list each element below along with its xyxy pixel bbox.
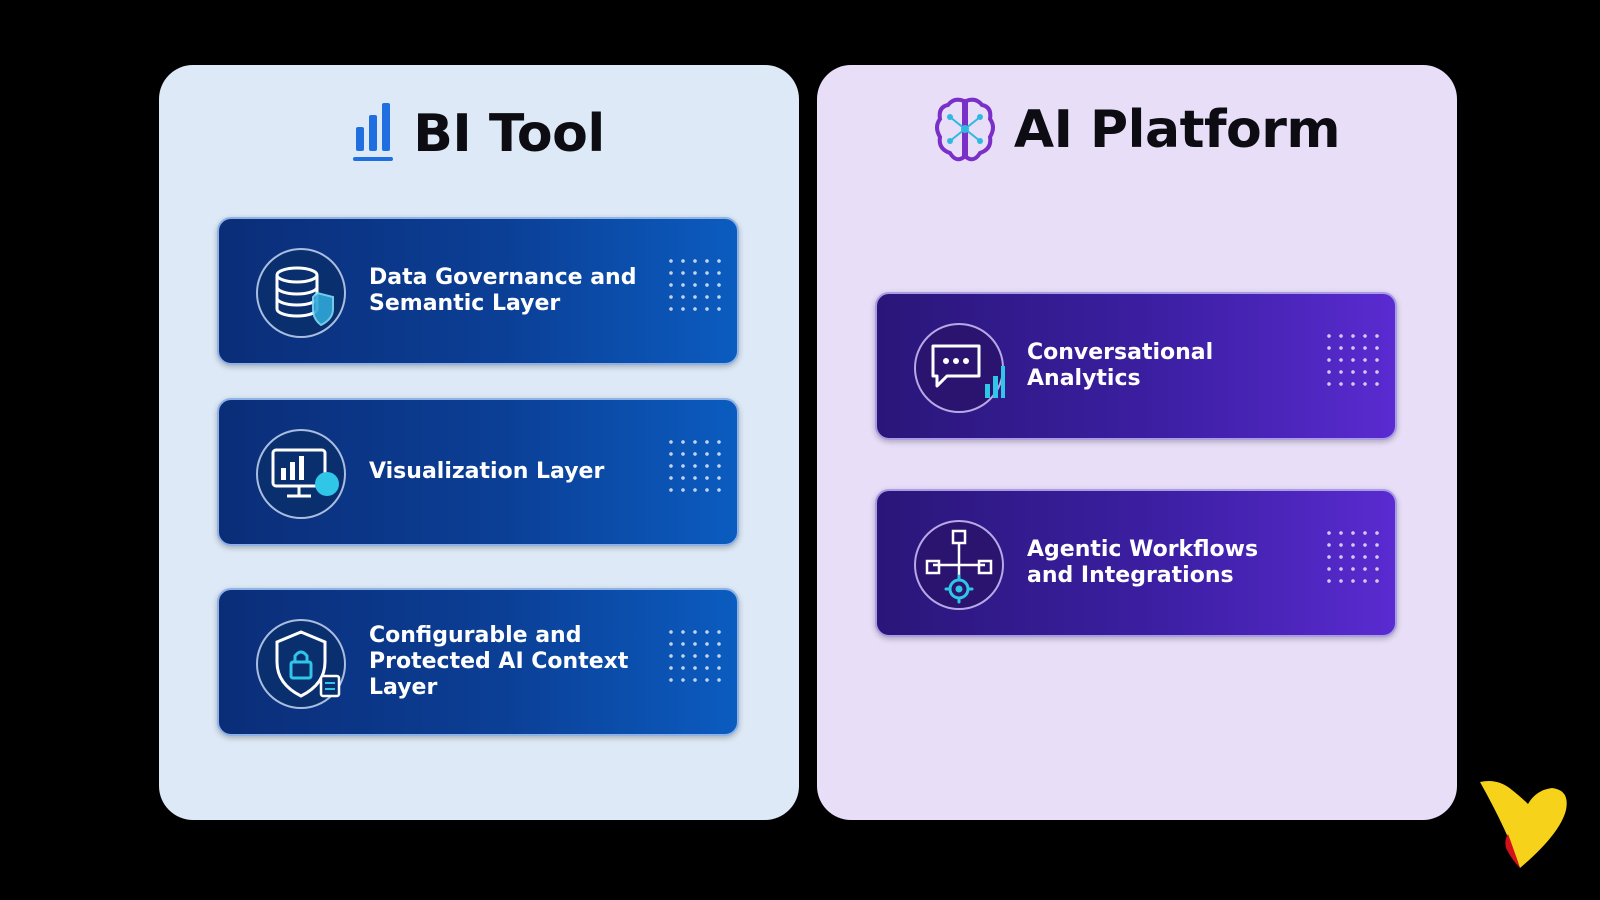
- card-agentic-workflows: Agentic Workflows and Integrations: [875, 489, 1397, 637]
- chat-analytics-icon: [914, 323, 1005, 413]
- ai-platform-panel: AI Platform Conversational Analytics: [817, 65, 1457, 820]
- monitor-chart-icon: [256, 429, 346, 519]
- dot-grid-decoration: [665, 626, 725, 686]
- card-label-data-governance: Data Governance and Semantic Layer: [369, 265, 637, 316]
- card-data-governance: Data Governance and Semantic Layer: [217, 217, 739, 365]
- card-conversational-analytics: Conversational Analytics: [875, 292, 1397, 440]
- brand-heart-logo: [1480, 781, 1567, 868]
- ai-platform-header: AI Platform: [817, 95, 1457, 165]
- dot-grid-decoration: [1323, 330, 1383, 390]
- card-ai-context: Configurable and Protected AI Context La…: [217, 588, 739, 736]
- card-visualization: Visualization Layer: [217, 398, 739, 546]
- bi-tool-panel: BI Tool Data Governance and Semantic Lay…: [159, 65, 799, 820]
- dot-grid-decoration: [1323, 527, 1383, 587]
- card-label-conversational-analytics: Conversational Analytics: [1027, 340, 1214, 391]
- ai-platform-title: AI Platform: [1013, 100, 1341, 160]
- dot-grid-decoration: [665, 255, 725, 315]
- dot-grid-decoration: [665, 436, 725, 496]
- bi-tool-header: BI Tool: [159, 103, 799, 165]
- database-shield-icon: [256, 248, 346, 338]
- card-label-ai-context: Configurable and Protected AI Context La…: [369, 623, 629, 700]
- card-label-visualization: Visualization Layer: [369, 459, 605, 484]
- shield-lock-icon: [256, 619, 346, 709]
- brain-network-icon: [934, 97, 995, 162]
- workflow-gear-icon: [914, 520, 1004, 610]
- card-label-agentic-workflows: Agentic Workflows and Integrations: [1027, 537, 1259, 588]
- bi-tool-title: BI Tool: [413, 104, 605, 164]
- bar-chart-icon: [353, 103, 394, 161]
